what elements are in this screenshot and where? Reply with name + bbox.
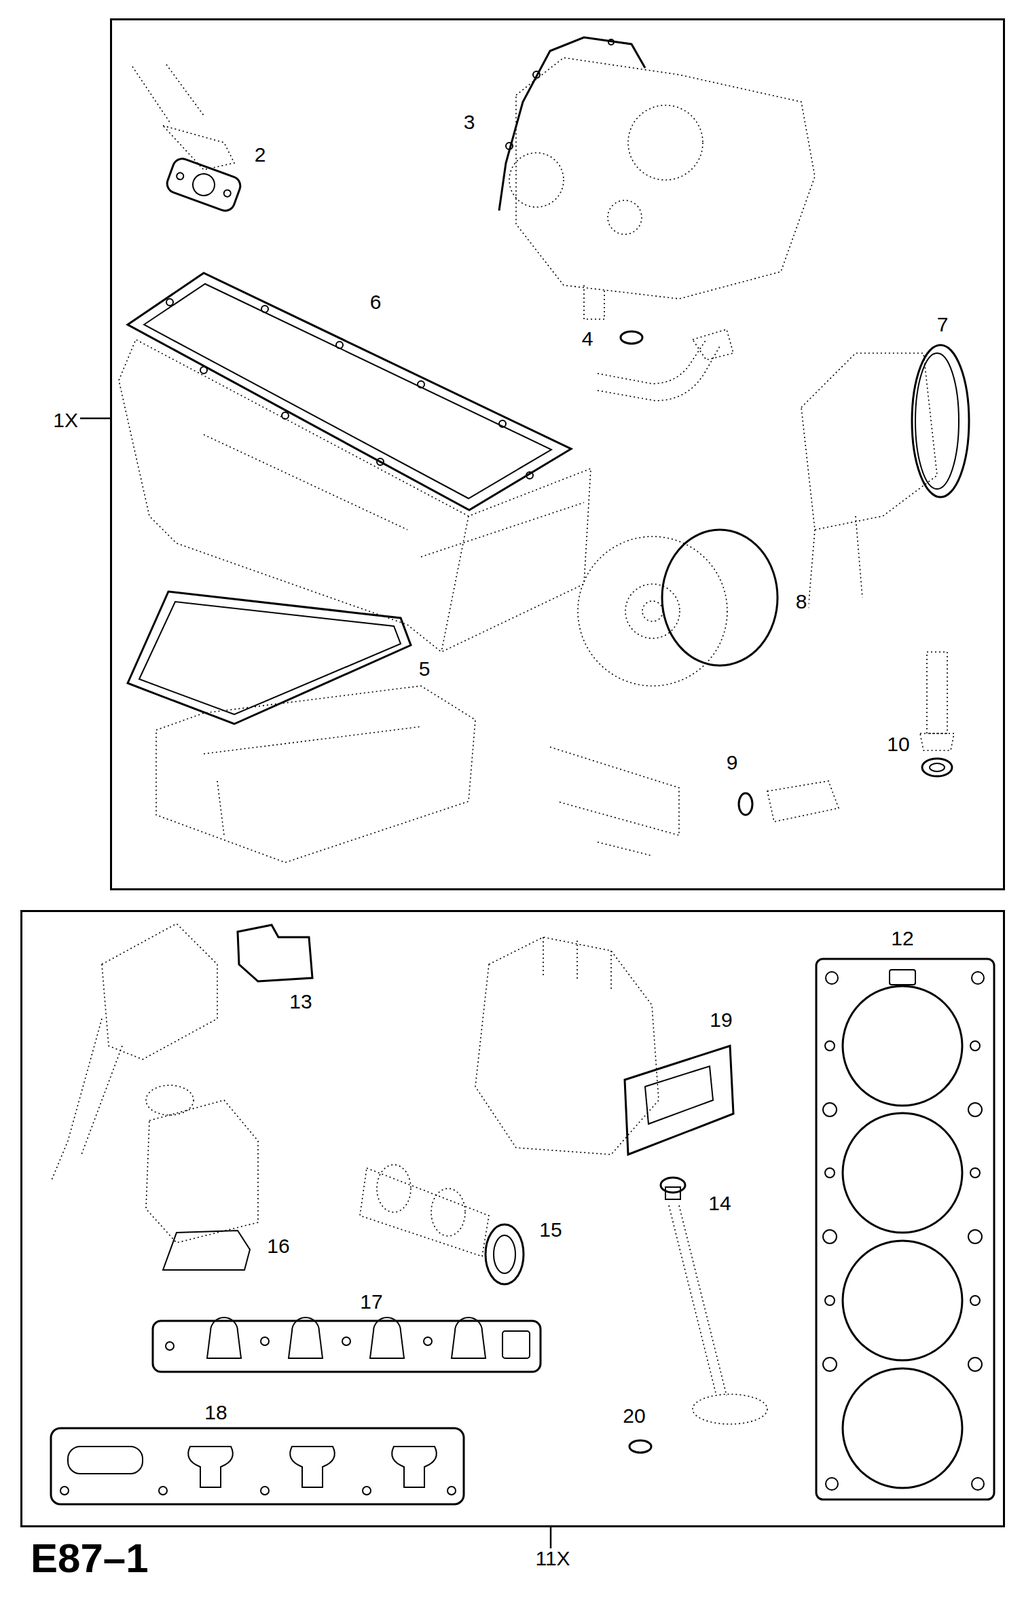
callout-number: 15: [537, 1219, 563, 1240]
parts-panel: 1X: [110, 18, 1005, 891]
callout-number: 17: [358, 1291, 384, 1312]
callout-number: 7: [935, 314, 950, 335]
callout-number: 12: [889, 928, 915, 949]
callout-number: 20: [621, 1405, 647, 1426]
callout-number: 3: [462, 112, 477, 133]
assembly-number: 11X: [535, 1548, 570, 1569]
callout-number: 13: [287, 991, 314, 1012]
callout-number: 9: [725, 752, 740, 773]
callout-number: 6: [368, 291, 383, 313]
callout-number: 2: [253, 144, 268, 166]
callout-number: 19: [708, 1009, 734, 1031]
callout-number: 14: [706, 1193, 733, 1214]
callout-number: 8: [794, 591, 809, 612]
figure-code: E87–1: [30, 1536, 149, 1581]
callout-number: 5: [417, 658, 432, 680]
callout-number: 4: [580, 328, 595, 350]
parts-panel: 11X: [20, 909, 1005, 1528]
callout-number: 18: [203, 1402, 229, 1423]
callout-number: 16: [265, 1235, 291, 1257]
assembly-number: 1X: [52, 410, 79, 431]
callout-number: 10: [885, 734, 911, 755]
